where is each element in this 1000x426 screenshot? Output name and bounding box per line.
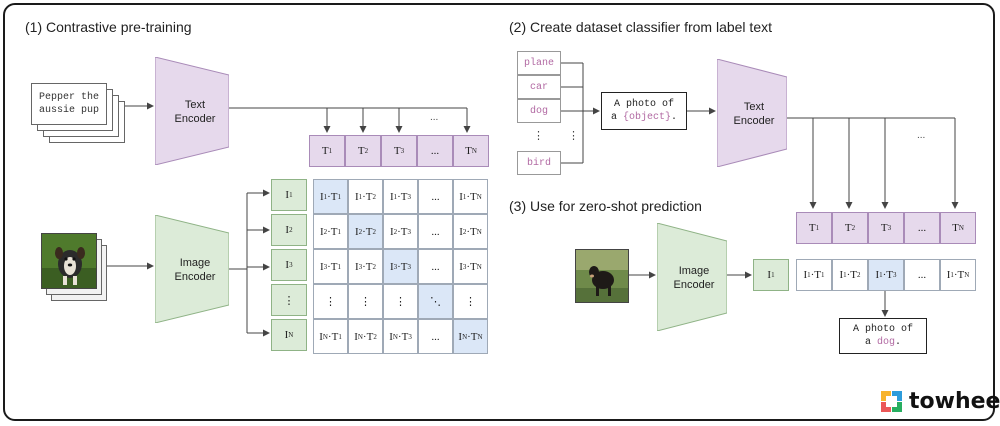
caption-line2: aussie pup [38,105,99,116]
label-ellipsis-side: ⋮ [568,130,579,142]
image-encoder-2-shape [657,223,727,331]
matrix-cell: ... [418,249,453,284]
matrix-cell: ... [418,179,453,214]
caption-card: Pepper the aussie pup [31,83,107,125]
score-cell: ... [904,259,940,291]
section1-connectors [107,102,471,337]
label-item: dog [517,99,561,123]
section1-title: (1) Contrastive pre-training [25,19,192,35]
matrix-cell: ⋮ [313,284,348,319]
text-encoder-shape [155,57,229,165]
text-token: ... [904,212,940,244]
label-item: plane [517,51,561,75]
matrix-cell: ⋮ [348,284,383,319]
section2-connectors [561,62,959,317]
label-item: bird [517,151,561,175]
prediction-result: A photo of a dog. [839,318,927,354]
label-item: car [517,75,561,99]
matrix-cell: ⋮ [453,284,488,319]
matrix-cell: ⋮ [383,284,418,319]
caption-line1: Pepper the [38,92,99,103]
image-token: ⋮ [271,284,307,316]
section2-title: (2) Create dataset classifier from label… [509,19,772,35]
dots-top-2: ... [917,130,926,141]
matrix-cell: ... [418,319,453,354]
dots-top-1: ... [430,112,439,123]
towhee-logo-icon [881,391,903,413]
puppy-photo [41,233,97,289]
matrix-cell-diagonal: ⋱ [418,284,453,319]
section3-title: (3) Use for zero-shot prediction [509,198,702,214]
text-token: ... [417,135,453,167]
dog-photo [575,249,629,303]
label-ellipsis: ⋮ [533,130,544,142]
text-encoder-2-shape [717,59,787,167]
prompt-template: A photo of a {object}. [601,92,687,130]
image-encoder-shape [155,215,229,323]
towhee-wordmark: towhee [909,389,1000,414]
matrix-cell: ... [418,214,453,249]
diagram-frame: (1) Contrastive pre-training Pepper the … [3,3,1000,421]
